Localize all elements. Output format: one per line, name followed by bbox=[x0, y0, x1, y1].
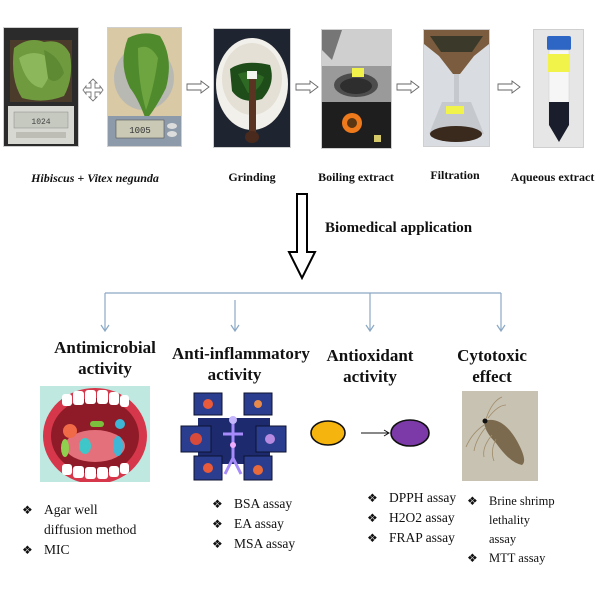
cytotoxic-title-line1: Cytotoxic bbox=[457, 346, 527, 365]
plant-caption-vitex: Vitex negunda bbox=[87, 171, 159, 185]
antioxidant-title-line1: Antioxidant bbox=[326, 346, 414, 365]
anti-inflammatory-bullet-list: ❖ BSA assay ❖ EA assay ❖ MSA assay bbox=[212, 494, 322, 554]
diamond-bullet-icon: ❖ bbox=[367, 511, 378, 525]
anti-inflammatory-heading: Anti-inflammatory activity bbox=[172, 343, 310, 385]
antimicrobial-bullet-list: ❖ Agar well diffusion method ❖ MIC bbox=[22, 500, 162, 560]
bullet-text: DPPH assay bbox=[389, 490, 457, 505]
scale-reading-2: 1005 bbox=[129, 126, 151, 136]
arrowhead-cytotoxic bbox=[496, 324, 506, 333]
plant-caption-plus: + bbox=[74, 171, 88, 185]
cytotoxic-title-line2: effect bbox=[472, 367, 512, 386]
filtration-photo bbox=[423, 29, 490, 147]
plant-caption: Hibiscus + Vitex negunda bbox=[20, 171, 170, 186]
diamond-bullet-icon: ❖ bbox=[212, 537, 223, 551]
bullet-text: MIC bbox=[44, 542, 70, 557]
antioxidant-heading: Antioxidant activity bbox=[320, 345, 420, 387]
plant-caption-hibiscus: Hibiscus bbox=[31, 171, 75, 185]
diamond-bullet-icon: ❖ bbox=[467, 494, 478, 508]
aqueous-extract-tube-photo bbox=[533, 29, 584, 148]
diamond-bullet-icon: ❖ bbox=[367, 491, 378, 505]
purple-oval bbox=[390, 419, 430, 447]
bullet-text: H2O2 assay bbox=[389, 510, 455, 525]
cytotoxic-heading: Cytotoxic effect bbox=[447, 345, 537, 387]
bullet-item: ❖ EA assay bbox=[212, 514, 322, 534]
diamond-bullet-icon: ❖ bbox=[212, 517, 223, 531]
antioxidant-bullet-list: ❖ DPPH assay ❖ H2O2 assay ❖ FRAP assay bbox=[367, 488, 477, 548]
inflamed-joints-collage bbox=[178, 390, 288, 482]
bullet-item: ❖ DPPH assay bbox=[367, 488, 477, 508]
diamond-bullet-icon: ❖ bbox=[367, 531, 378, 545]
diamond-bullet-icon: ❖ bbox=[22, 503, 33, 517]
brine-shrimp-photo bbox=[462, 391, 538, 481]
step-caption-grinding: Grinding bbox=[228, 170, 276, 184]
scale-reading-1: 1024 bbox=[31, 118, 50, 127]
plus-cross-arrow-icon bbox=[82, 78, 104, 102]
bullet-item: ❖ Agar well diffusion method bbox=[22, 500, 162, 540]
hibiscus-leaves-photo: 1024 bbox=[3, 27, 79, 147]
bullet-item: ❖ H2O2 assay bbox=[367, 508, 477, 528]
right-arrow-icon bbox=[295, 80, 319, 94]
diamond-bullet-icon: ❖ bbox=[212, 497, 223, 511]
step-caption-aqueous-extract: Aqueous extract bbox=[510, 170, 595, 184]
anti-inflammatory-title-line1: Anti-inflammatory bbox=[172, 344, 310, 363]
yellow-oval bbox=[310, 420, 346, 446]
bullet-text: Brine shrimp bbox=[489, 494, 555, 508]
bullet-text-continuation: diffusion method bbox=[44, 522, 137, 537]
antioxidant-title-line2: activity bbox=[343, 367, 397, 386]
right-arrow-icon bbox=[497, 80, 521, 94]
bullet-text: EA assay bbox=[234, 516, 284, 531]
step-caption-boiling-extract: Boiling extract bbox=[318, 170, 394, 184]
connector-lines bbox=[100, 292, 506, 333]
antioxidant-color-change-graphic bbox=[308, 418, 432, 448]
bullet-text: FRAP assay bbox=[389, 530, 455, 545]
bullet-text: MSA assay bbox=[234, 536, 296, 551]
bullet-text: Agar well bbox=[44, 502, 98, 517]
boiling-extract-photo bbox=[321, 29, 392, 149]
antimicrobial-heading: Antimicrobial activity bbox=[45, 337, 165, 379]
step-caption-filtration: Filtration bbox=[430, 168, 480, 182]
right-arrow-icon bbox=[186, 80, 210, 94]
bullet-item: ❖ MIC bbox=[22, 540, 162, 560]
mouth-bacteria-illustration bbox=[40, 386, 150, 482]
arrowhead-anti-inflammatory bbox=[230, 324, 240, 333]
right-arrow-icon bbox=[396, 80, 420, 94]
bullet-item: ❖ Brine shrimp lethality assay bbox=[467, 492, 587, 549]
bullet-text: MTT assay bbox=[489, 551, 546, 565]
arrowhead-antioxidant bbox=[365, 324, 375, 333]
bullet-text: BSA assay bbox=[234, 496, 293, 511]
diamond-bullet-icon: ❖ bbox=[467, 551, 478, 565]
diamond-bullet-icon: ❖ bbox=[22, 543, 33, 557]
biomedical-application-label: Biomedical application bbox=[325, 220, 473, 236]
bullet-item: ❖ BSA assay bbox=[212, 494, 322, 514]
reaction-arrowhead bbox=[383, 429, 390, 437]
bullet-text-continuation: assay bbox=[489, 532, 517, 546]
bullet-item: ❖ MTT assay bbox=[467, 549, 587, 568]
bullet-item: ❖ FRAP assay bbox=[367, 528, 477, 548]
grinding-photo bbox=[213, 28, 291, 148]
antimicrobial-title-line1: Antimicrobial bbox=[54, 338, 156, 357]
arrowhead-antimicrobial bbox=[100, 324, 110, 333]
bullet-item: ❖ MSA assay bbox=[212, 534, 322, 554]
main-down-arrow-icon bbox=[287, 192, 317, 281]
antimicrobial-title-line2: activity bbox=[78, 359, 132, 378]
bullet-text-continuation: lethality bbox=[489, 513, 530, 527]
anti-inflammatory-title-line2: activity bbox=[207, 365, 262, 384]
vitex-negunda-leaves-photo: 1005 bbox=[107, 27, 182, 147]
cytotoxic-bullet-list: ❖ Brine shrimp lethality assay ❖ MTT assay bbox=[467, 492, 587, 568]
